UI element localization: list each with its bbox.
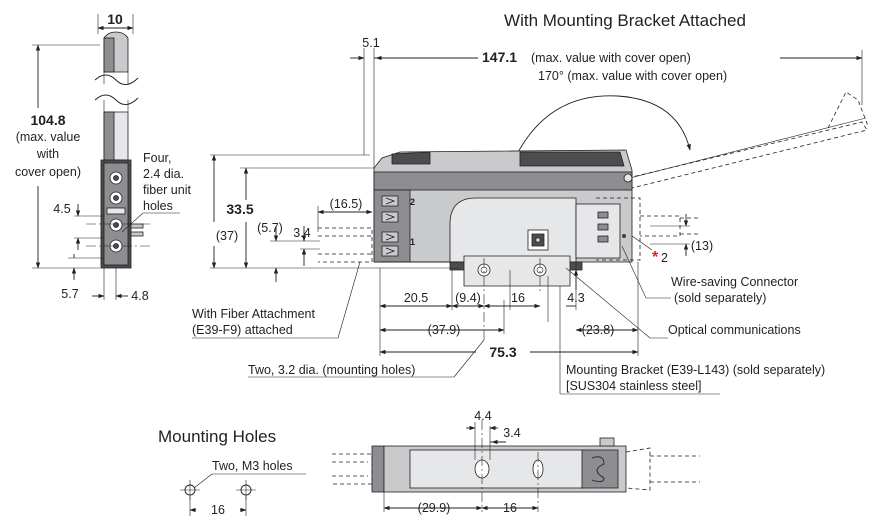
dim-16-label: 16 bbox=[511, 291, 525, 305]
dim-4-3-label: 4.3 bbox=[567, 291, 584, 305]
dim-104-8-label: 104.8 bbox=[30, 112, 65, 128]
dim-20-5-label: 20.5 bbox=[404, 291, 428, 305]
side-view: 10 104.8 (max. value with cover open bbox=[15, 11, 191, 303]
dim-16-holes-label: 16 bbox=[211, 503, 225, 516]
fiber-attach-line-1: With Fiber Attachment bbox=[192, 307, 315, 321]
dim-3-4-label: 3.4 bbox=[293, 226, 310, 240]
wire-saving-line-1: Wire-saving Connector bbox=[671, 275, 798, 289]
dim-4-8-label: 4.8 bbox=[131, 289, 148, 303]
dim-75-3-label: 75.3 bbox=[489, 344, 516, 360]
fiber-attach-line-2: (E39-F9) attached bbox=[192, 323, 293, 337]
title-bracket-attached: With Mounting Bracket Attached bbox=[504, 11, 746, 30]
two-holes-label: Two, 3.2 dia. (mounting holes) bbox=[248, 363, 415, 377]
dim-37-9-label: (37.9) bbox=[428, 323, 461, 337]
note-2-label: 2 bbox=[661, 251, 668, 265]
two-m3-label: Two, M3 holes bbox=[212, 459, 293, 473]
bracket-line-2: [SUS304 stainless steel] bbox=[566, 379, 702, 393]
dim-23-8-label: (23.8) bbox=[582, 323, 615, 337]
four-holes-line-3: fiber unit bbox=[143, 183, 191, 197]
channel-1-label: 1 bbox=[410, 237, 415, 247]
dim-5-7-label: 5.7 bbox=[61, 287, 78, 301]
max-value-line-2: with bbox=[36, 147, 59, 161]
dim-5-7p-label: (5.7) bbox=[257, 221, 283, 235]
four-holes-line-2: 2.4 dia. bbox=[143, 167, 184, 181]
asterisk-mark: * bbox=[652, 249, 659, 266]
max-value-line-1: (max. value bbox=[16, 130, 81, 144]
dim-33-5-label: 33.5 bbox=[226, 201, 253, 217]
dim-5-1-label: 5.1 bbox=[362, 36, 379, 50]
optical-comm-label: Optical communications bbox=[668, 323, 801, 337]
dim-29-9-label: (29.9) bbox=[418, 501, 451, 515]
front-view: With Mounting Bracket Attached 5.1 147.1… bbox=[192, 11, 869, 395]
four-holes-line-4: holes bbox=[143, 199, 173, 213]
dim-16b-label: 16 bbox=[503, 501, 517, 515]
title-mounting-holes: Mounting Holes bbox=[158, 427, 276, 446]
dim-147-1-note: (max. value with cover open) bbox=[531, 51, 691, 65]
max-value-line-3: cover open) bbox=[15, 165, 81, 179]
dim-4-5-label: 4.5 bbox=[53, 202, 70, 216]
bracket-line-1: Mounting Bracket (E39-L143) (sold separa… bbox=[566, 363, 825, 377]
dim-37-label: (37) bbox=[216, 229, 238, 243]
dim-10-label: 10 bbox=[107, 11, 123, 27]
dim-4-4-label: 4.4 bbox=[474, 409, 491, 423]
dim-13-label: (13) bbox=[691, 239, 713, 253]
wire-saving-line-2: (sold separately) bbox=[674, 291, 766, 305]
mounting-holes-view: Mounting Holes Two, M3 holes 16 bbox=[158, 409, 700, 516]
four-holes-line-1: Four, bbox=[143, 151, 172, 165]
dim-147-1-label: 147.1 bbox=[482, 49, 517, 65]
dim-9-4-label: (9.4) bbox=[455, 291, 481, 305]
channel-2-label: 2 bbox=[410, 197, 415, 207]
angle-170-label: 170° (max. value with cover open) bbox=[538, 69, 727, 83]
dim-3-4b-label: 3.4 bbox=[503, 426, 520, 440]
dim-16-5-label: (16.5) bbox=[330, 197, 363, 211]
